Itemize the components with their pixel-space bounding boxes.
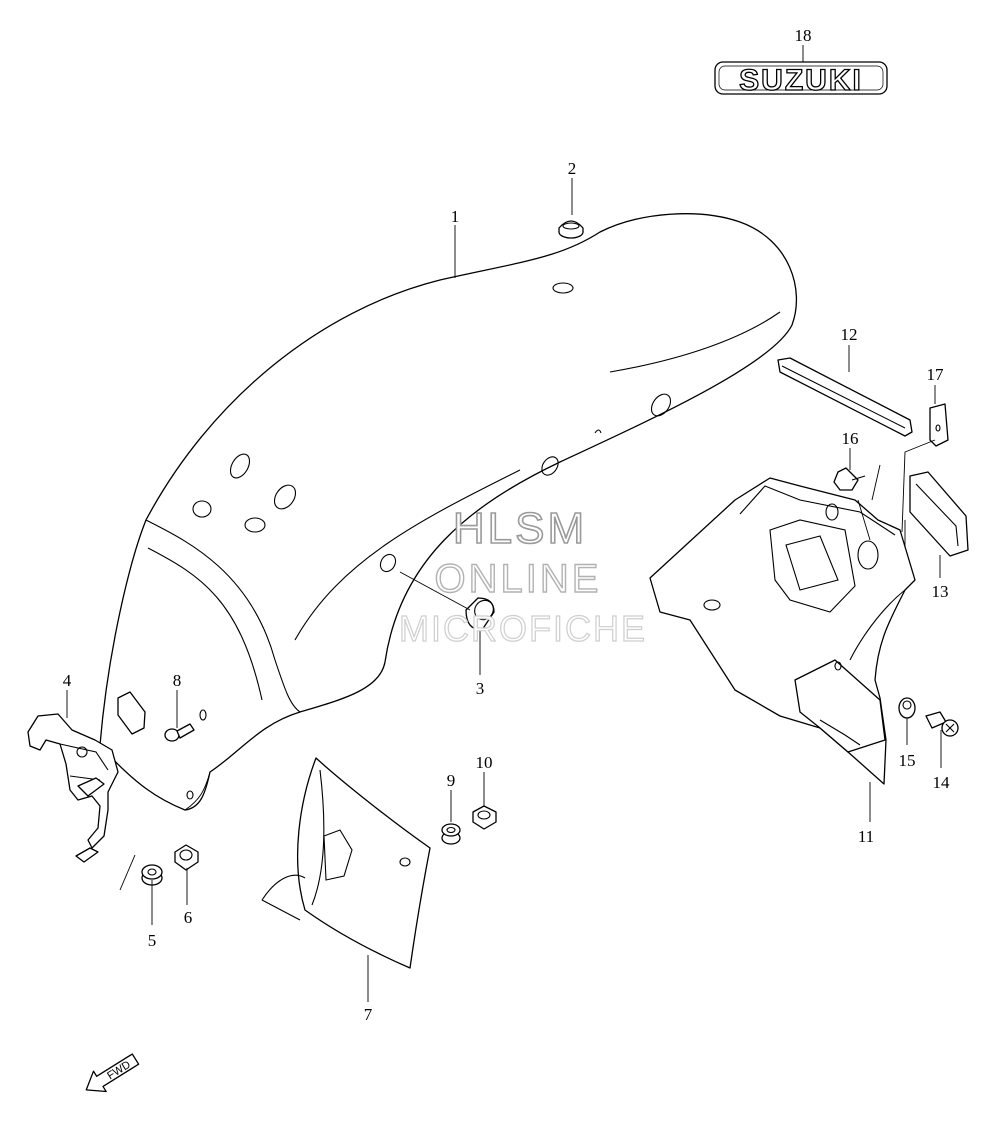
callout-3: 3 [476, 679, 485, 698]
plate-bracket-part-11[interactable] [649, 477, 916, 785]
callout-17: 17 [927, 365, 945, 384]
cushion-part-13[interactable] [909, 471, 969, 557]
callout-9: 9 [447, 771, 456, 790]
collar-part-9[interactable] [441, 823, 461, 845]
callout-labels: 1 2 3 4 5 6 7 8 9 10 11 12 13 14 15 16 1… [63, 26, 950, 1024]
callout-6: 6 [184, 908, 193, 927]
clip-part-17[interactable] [929, 403, 949, 447]
emblem-part-18[interactable]: SUZUKI [714, 61, 888, 98]
grommet-part-2[interactable] [558, 220, 584, 239]
callout-16: 16 [842, 429, 859, 448]
callout-1: 1 [451, 207, 460, 226]
bolt-part-16[interactable] [833, 467, 866, 491]
nut-part-6[interactable] [174, 844, 199, 871]
callout-8: 8 [173, 671, 182, 690]
emblem-text: SUZUKI [739, 64, 863, 97]
nut-part-10[interactable] [472, 805, 497, 830]
watermark-line-3: MICROFICHE [399, 608, 647, 649]
reflector-strip-part-12[interactable] [777, 357, 913, 437]
forward-direction-arrow-icon: FWD [85, 1053, 140, 1093]
mudflap-part-7[interactable] [261, 757, 431, 969]
rear-fender-part-1[interactable] [99, 213, 798, 811]
callout-10: 10 [476, 753, 493, 772]
callout-5: 5 [148, 931, 157, 950]
callout-15: 15 [899, 751, 916, 770]
leader-lines [66, 45, 942, 1002]
callout-13: 13 [932, 582, 949, 601]
callout-12: 12 [841, 325, 858, 344]
callout-14: 14 [933, 773, 951, 792]
watermark-line-2: ONLINE [435, 557, 602, 601]
watermark: HLSM ONLINE MICROFICHE [398, 503, 647, 649]
callout-11: 11 [858, 827, 874, 846]
screw-part-14[interactable] [925, 711, 959, 737]
callout-4: 4 [63, 671, 72, 690]
bolt-part-8[interactable] [164, 723, 195, 742]
callout-7: 7 [364, 1005, 373, 1024]
callout-2: 2 [568, 159, 577, 178]
cushion-part-3[interactable] [465, 597, 497, 631]
washer-part-15[interactable] [898, 697, 916, 719]
bracket-part-4[interactable] [27, 713, 119, 863]
watermark-line-1: HLSM [453, 504, 587, 553]
callout-18: 18 [795, 26, 812, 45]
